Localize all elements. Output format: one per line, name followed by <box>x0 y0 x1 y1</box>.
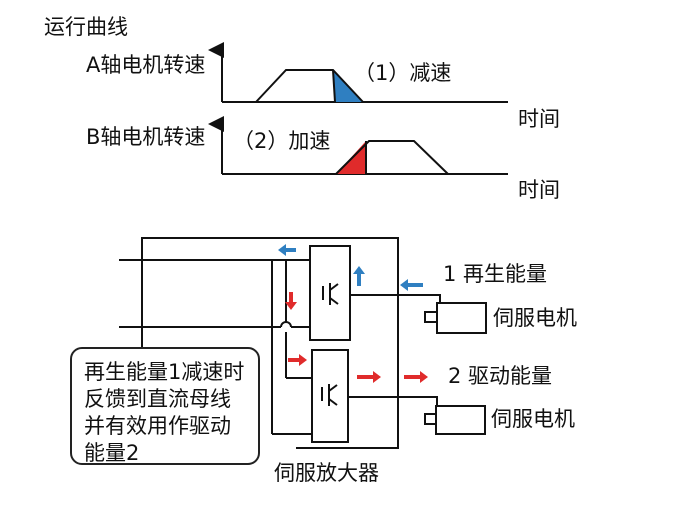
amplifier-label: 伺服放大器 <box>274 461 379 485</box>
graph-a-xlabel: 时间 <box>518 107 560 131</box>
graph-a-annotation: （1）减速 <box>354 61 452 85</box>
bus-crossover <box>280 321 292 328</box>
motor2-label: 伺服电机 <box>491 407 575 431</box>
graph-b-xlabel: 时间 <box>518 178 560 202</box>
igbt-symbol-1 <box>322 283 339 305</box>
igbt1-collector <box>329 283 339 291</box>
graph-b-speed-curve <box>335 140 449 175</box>
motor1-wire <box>350 294 441 310</box>
red-arrow-out-1 <box>357 371 381 383</box>
motor2-body <box>435 405 486 435</box>
motor1-shaft <box>424 311 438 323</box>
motor2-shaft <box>424 413 437 425</box>
inverter-module-1 <box>309 245 351 341</box>
note-line-4: 能量2 <box>84 441 140 465</box>
regen-energy-label: 1 再生能量 <box>443 262 548 286</box>
note-line-1: 再生能量1减速时 <box>84 360 245 384</box>
graph-a-speed-curve <box>255 69 364 103</box>
note-line-3: 并有效用作驱动 <box>84 414 231 438</box>
red-arrow-to-module <box>288 354 307 366</box>
graph-a-ylabel: A轴电机转速 <box>86 53 206 77</box>
blue-arrow-motor-in <box>400 279 423 291</box>
explanation-note: 再生能量1减速时 反馈到直流母线 并有效用作驱动 能量2 <box>70 347 260 465</box>
graph-b-annotation: （2）加速 <box>233 129 331 153</box>
circuit <box>119 237 487 449</box>
graph-b-ylabel: B轴电机转速 <box>86 125 206 149</box>
red-arrow-bus-down <box>285 292 297 310</box>
graph-b <box>208 116 508 175</box>
graph-a-divider <box>332 69 336 103</box>
motor2-wire <box>348 396 438 409</box>
graph-a <box>208 42 508 103</box>
motor1-label: 伺服电机 <box>493 306 577 330</box>
drive-energy-label: 2 驱动能量 <box>448 364 553 388</box>
igbt2-collector <box>328 384 338 392</box>
note-line-2: 反馈到直流母线 <box>84 387 231 411</box>
amplifier-outline <box>141 237 399 449</box>
igbt-symbol-2 <box>321 384 338 406</box>
blue-arrow-bus-left <box>278 244 296 256</box>
igbt2-output <box>328 398 338 406</box>
energy-arrows <box>278 244 428 383</box>
red-arrow-out-2 <box>404 371 428 383</box>
diagram-title: 运行曲线 <box>44 15 128 39</box>
blue-arrow-module-up <box>353 266 365 286</box>
motor1-body <box>436 302 487 334</box>
igbt1-output <box>329 297 339 305</box>
